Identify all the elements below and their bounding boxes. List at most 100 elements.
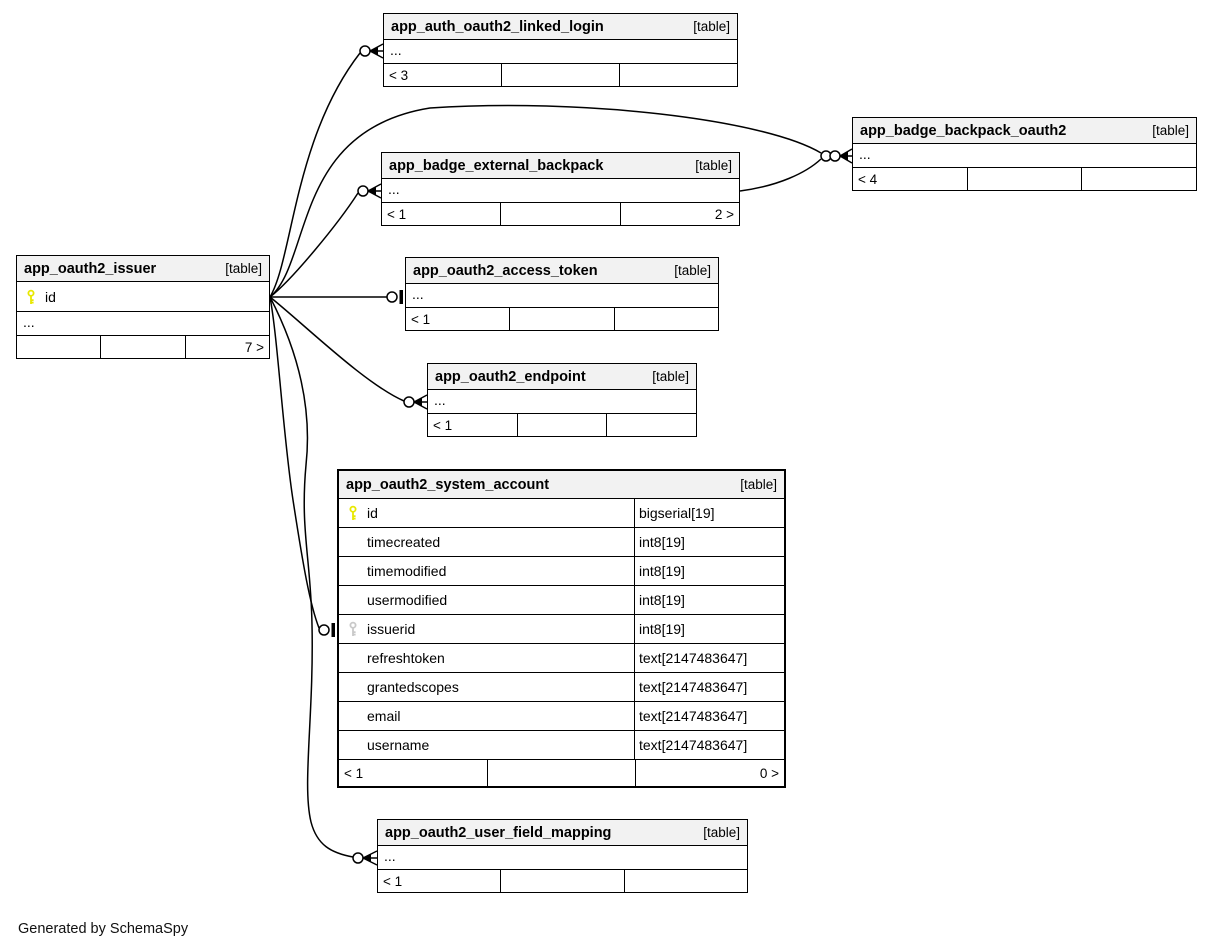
table-app-oauth2-access-token[interactable]: app_oauth2_access_token [table] ... < 1 [405, 257, 719, 331]
footer-parents-count [606, 414, 696, 436]
columns-ellipsis: ... [406, 284, 718, 308]
table-footer: < 1 [428, 414, 696, 436]
column-row-grantedscopes[interactable]: grantedscopes text[2147483647] [339, 673, 784, 702]
column-type: text[2147483647] [634, 731, 784, 759]
footer-parents-count [623, 870, 747, 892]
table-app-oauth2-endpoint[interactable]: app_oauth2_endpoint [table] ... < 1 [427, 363, 697, 437]
column-type: text[2147483647] [634, 702, 784, 730]
edge-issuer-to-endpoint [269, 296, 405, 402]
column-row-timemodified[interactable]: timemodified int8[19] [339, 557, 784, 586]
table-name: app_oauth2_endpoint [435, 368, 586, 385]
columns-ellipsis: ... [428, 390, 696, 414]
table-name: app_oauth2_access_token [413, 262, 598, 279]
table-type-label: [table] [740, 477, 777, 492]
table-app-auth-oauth2-linked-login[interactable]: app_auth_oauth2_linked_login [table] ...… [383, 13, 738, 87]
column-row-email[interactable]: email text[2147483647] [339, 702, 784, 731]
columns-ellipsis: ... [378, 846, 747, 870]
column-row-username[interactable]: username text[2147483647] [339, 731, 784, 760]
connector-zero-many-external-backpack [357, 183, 382, 199]
footer-parents-count [1081, 168, 1196, 190]
column-row-id[interactable]: id [17, 282, 269, 312]
table-header[interactable]: app_oauth2_issuer [table] [17, 256, 269, 282]
column-name-text: usermodified [367, 592, 448, 608]
footer-parents-count [613, 308, 718, 330]
column-name-text: username [367, 737, 430, 753]
column-name: usermodified [339, 586, 634, 614]
foreign-key-icon [349, 621, 357, 636]
footer-parents-count: 2 > [619, 203, 739, 225]
footer-spacer [100, 336, 184, 358]
column-type: int8[19] [634, 557, 784, 585]
column-name: timecreated [339, 528, 634, 556]
table-type-label: [table] [695, 158, 732, 173]
footer-children-count [17, 336, 100, 358]
column-type: text[2147483647] [634, 673, 784, 701]
table-header[interactable]: app_badge_external_backpack [table] [382, 153, 739, 179]
table-footer: 7 > [17, 336, 269, 358]
column-row-refreshtoken[interactable]: refreshtoken text[2147483647] [339, 644, 784, 673]
connector-zero-many-linked-login [359, 43, 384, 59]
column-type: int8[19] [634, 586, 784, 614]
footer-spacer [500, 203, 619, 225]
table-header[interactable]: app_oauth2_system_account [table] [339, 471, 784, 499]
table-type-label: [table] [225, 261, 262, 276]
edge-issuer-to-external-backpack [269, 192, 359, 298]
table-footer: < 1 [406, 308, 718, 330]
table-footer: < 1 0 > [339, 760, 784, 786]
column-row-timecreated[interactable]: timecreated int8[19] [339, 528, 784, 557]
column-row-usermodified[interactable]: usermodified int8[19] [339, 586, 784, 615]
footer-children-count: < 1 [344, 765, 364, 781]
connector-zero-one-system-account [318, 623, 335, 637]
column-type: int8[19] [634, 528, 784, 556]
table-app-oauth2-user-field-mapping[interactable]: app_oauth2_user_field_mapping [table] ..… [377, 819, 748, 893]
table-header[interactable]: app_auth_oauth2_linked_login [table] [384, 14, 737, 40]
footer-spacer [501, 64, 619, 86]
footer-parents-count: 0 > [635, 760, 784, 786]
table-name: app_badge_backpack_oauth2 [860, 122, 1067, 139]
connector-zero-one-access-token [386, 290, 403, 304]
table-app-oauth2-issuer[interactable]: app_oauth2_issuer [table] id ... 7 > [16, 255, 270, 359]
table-header[interactable]: app_oauth2_user_field_mapping [table] [378, 820, 747, 846]
column-type: bigserial[19] [634, 499, 784, 527]
column-name: refreshtoken [339, 644, 634, 672]
table-app-oauth2-system-account[interactable]: app_oauth2_system_account [table] id big… [337, 469, 786, 788]
footer-parents-count: 7 > [184, 336, 269, 358]
footer-spacer [516, 414, 607, 436]
column-row-id[interactable]: id bigserial[19] [339, 499, 784, 528]
table-name: app_oauth2_system_account [346, 476, 550, 493]
column-name-text: timemodified [367, 563, 447, 579]
column-name-text: id [45, 288, 56, 305]
footer-spacer [500, 870, 623, 892]
edge-issuer-to-system-account [269, 296, 320, 629]
column-name: id [17, 282, 269, 311]
table-footer: < 1 2 > [382, 203, 739, 225]
table-header[interactable]: app_oauth2_endpoint [table] [428, 364, 696, 390]
column-name-text: grantedscopes [367, 679, 459, 695]
table-app-badge-external-backpack[interactable]: app_badge_external_backpack [table] ... … [381, 152, 740, 226]
column-row-issuerid[interactable]: issuerid int8[19] [339, 615, 784, 644]
table-type-label: [table] [703, 825, 740, 840]
table-header[interactable]: app_badge_backpack_oauth2 [table] [853, 118, 1196, 144]
footer-children-count: < 4 [858, 171, 878, 187]
table-name: app_badge_external_backpack [389, 157, 604, 174]
column-name-text: timecreated [367, 534, 441, 550]
edge-external-backpack-to-backpack-oauth2 [739, 158, 822, 192]
footer-children-count: < 1 [387, 206, 407, 222]
column-name: timemodified [339, 557, 634, 585]
column-name: grantedscopes [339, 673, 634, 701]
column-name-text: email [367, 708, 401, 724]
columns-ellipsis: ... [384, 40, 737, 64]
column-type: text[2147483647] [634, 644, 784, 672]
table-type-label: [table] [652, 369, 689, 384]
primary-key-icon [349, 505, 357, 520]
edge-issuer-to-user-field-mapping [269, 296, 354, 858]
footer-spacer [509, 308, 613, 330]
footer-parents-count [619, 64, 737, 86]
column-type: int8[19] [634, 615, 784, 643]
column-name: username [339, 731, 634, 759]
table-app-badge-backpack-oauth2[interactable]: app_badge_backpack_oauth2 [table] ... < … [852, 117, 1197, 191]
table-header[interactable]: app_oauth2_access_token [table] [406, 258, 718, 284]
edge-issuer-to-linked-login [269, 52, 361, 298]
footer-children-count: < 1 [433, 417, 453, 433]
